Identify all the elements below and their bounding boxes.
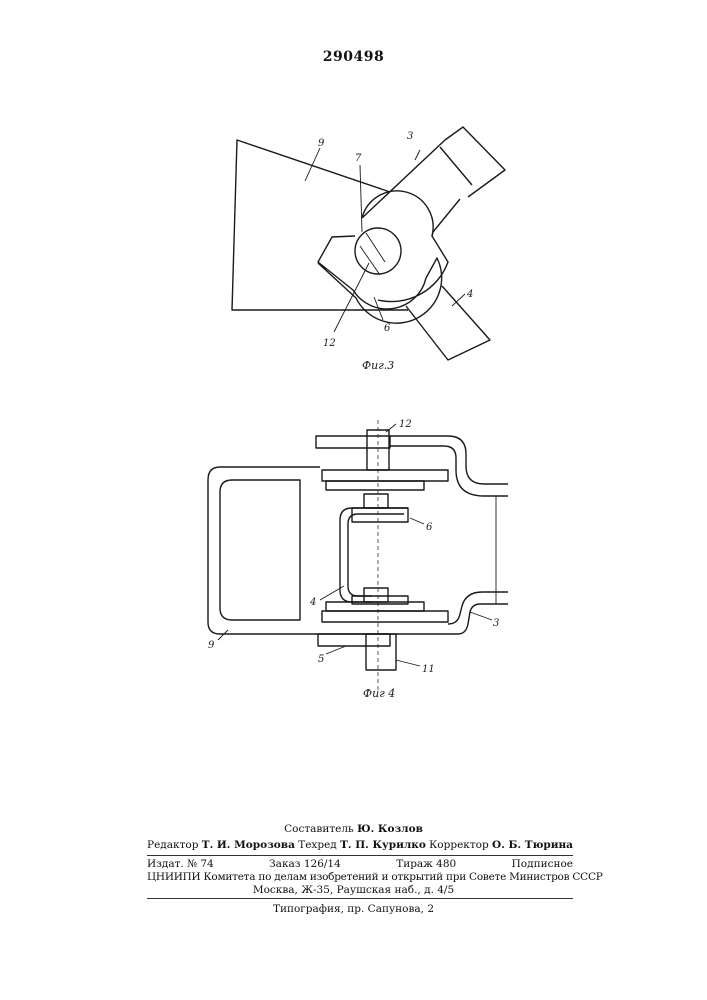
fig3-label-6: 6 [384, 323, 391, 334]
fig4-arm-3-top-inner [390, 446, 508, 496]
fig3-caption: Фиг.3 [362, 359, 394, 372]
fig4-bolt-head-11 [366, 634, 396, 670]
fig3-label-3: 3 [407, 131, 413, 142]
org-line: ЦНИИПИ Комитета по делам изобретений и о… [147, 871, 573, 883]
fig4-label-4: 4 [309, 597, 316, 608]
fig4-frame-inner [220, 480, 300, 620]
fig4-leader-5 [326, 646, 346, 654]
fig4-label-11: 11 [422, 664, 435, 675]
fig3-leader-12 [334, 263, 369, 332]
fig4-leader-11 [396, 660, 420, 666]
fig4-top-plate [322, 470, 448, 481]
rule-top [147, 855, 573, 856]
fig4-label-12: 12 [399, 419, 412, 430]
fig4-nut-top [364, 494, 388, 508]
editor: Редактор Т. И. Морозова [147, 839, 295, 851]
staff-line: Редактор Т. И. Морозова Техред Т. П. Кур… [147, 839, 573, 851]
techred-name: Т. П. Курилко [340, 839, 426, 851]
rule-bottom [147, 898, 573, 899]
fig3-plate-outline [232, 140, 408, 310]
fig4-leader-12 [386, 424, 396, 432]
techred: Техред Т. П. Курилко [298, 839, 426, 851]
fig4-washer-5 [318, 634, 390, 646]
compiler-name: Ю. Козлов [357, 823, 423, 835]
fig4-label-5: 5 [318, 654, 324, 665]
fig4-leader-3 [470, 612, 492, 620]
fig4-frame-9-outer [208, 467, 508, 634]
compiler-line: Составитель Ю. Козлов [0, 823, 707, 835]
fig3-arm-4 [406, 286, 490, 360]
techred-label: Техред [298, 839, 337, 851]
fig3-pin-hatch [366, 233, 385, 262]
fig3-label-4: 4 [466, 289, 473, 300]
fig4-bracket-4-inner [348, 514, 404, 596]
fig4-part-6 [352, 508, 408, 522]
compiler-label: Составитель [284, 823, 354, 835]
fig4-top-washer-outer [316, 436, 390, 448]
fig3-label-9: 9 [318, 138, 325, 149]
fig4-label-9: 9 [208, 640, 215, 651]
fig4-leader-6 [410, 518, 424, 524]
fig4-caption: Фиг 4 [363, 687, 395, 700]
fig4-label-6: 6 [426, 522, 433, 533]
fig4-label-3: 3 [493, 618, 499, 629]
fig4-bottom-spacer [352, 596, 408, 604]
fig4-top-washer [326, 481, 424, 490]
fig3-leader-7 [360, 165, 362, 232]
order: Заказ 126/14 [269, 858, 341, 870]
podpisnoe: Подписное [512, 858, 573, 870]
fig4-leader-9 [218, 630, 228, 640]
corrector-name: О. Б. Тюрина [492, 839, 573, 851]
figure-4-drawing: 12 6 4 3 9 5 11 Фиг 4 [208, 419, 508, 700]
fig4-arm-3-top [390, 436, 508, 484]
fig3-label-7: 7 [355, 153, 362, 164]
corrector-label: Корректор [429, 839, 489, 851]
fig3-leader-3 [415, 150, 420, 160]
tirazh: Тираж 480 [396, 858, 456, 870]
editor-label: Редактор [147, 839, 198, 851]
izdat: Издат. № 74 [147, 858, 214, 870]
corrector: Корректор О. Б. Тюрина [429, 839, 573, 851]
fig4-bottom-plate [322, 611, 448, 622]
editor-name: Т. И. Морозова [202, 839, 295, 851]
fig3-label-12: 12 [323, 338, 336, 349]
publication-line: Издат. № 74 Заказ 126/14 Тираж 480 Подпи… [147, 858, 573, 870]
fig3-arm-3 [362, 127, 505, 236]
printer-line: Типография, пр. Сапунова, 2 [0, 903, 707, 915]
figure-3-drawing: 9 7 3 4 12 6 Фиг.3 [232, 127, 505, 372]
fig4-nut-bottom [364, 588, 388, 602]
address-line: Москва, Ж-35, Раушская наб., д. 4/5 [0, 884, 707, 896]
